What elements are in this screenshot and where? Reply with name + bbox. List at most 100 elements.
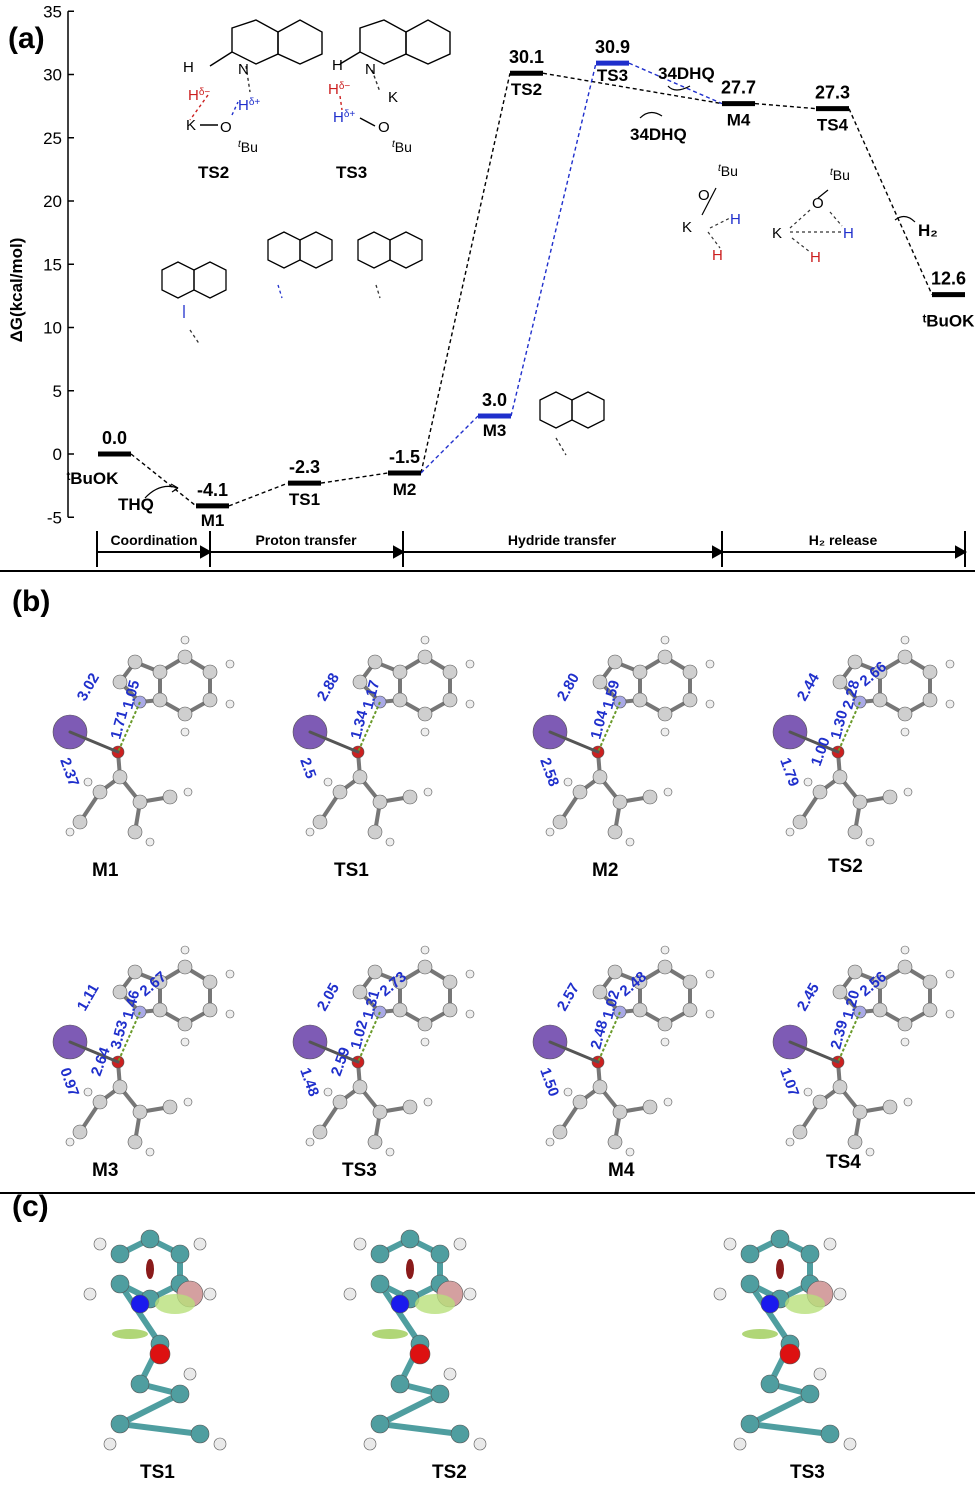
atom [183, 1097, 193, 1107]
distance-label: 1.11 [74, 981, 103, 1014]
atom [663, 787, 673, 797]
atom [607, 824, 623, 840]
atom [343, 1287, 357, 1301]
svg-text:H: H [843, 225, 854, 242]
panel-label-b: (b) [12, 585, 51, 618]
svg-text:Hδ−: Hδ− [328, 81, 350, 99]
atom [592, 984, 608, 1000]
atom [792, 1124, 808, 1140]
atom [900, 1037, 910, 1047]
level-name-M1: M1 [201, 511, 225, 530]
atom [897, 1016, 913, 1032]
atom [370, 1244, 390, 1264]
svg-text:H: H [712, 247, 723, 264]
atom [430, 1244, 450, 1264]
atom [803, 1087, 813, 1097]
y-tick-label: 35 [43, 2, 62, 21]
separator-ab [0, 570, 975, 572]
inset-ts2-structure [189, 19, 323, 126]
distance-label: 1.05 [119, 678, 143, 711]
distance-label: 2.58 [536, 756, 562, 789]
atom [145, 837, 155, 847]
atom [127, 964, 143, 980]
atom [417, 649, 433, 665]
bond [747, 1391, 813, 1427]
svg-text:N: N [365, 61, 376, 78]
inset-ts3-structure [339, 19, 451, 127]
atom [132, 1104, 148, 1120]
atom [420, 635, 430, 645]
atom [152, 1002, 168, 1018]
atom [83, 777, 93, 787]
distance-label: 1.79 [776, 756, 802, 789]
level-name-TS2: TS2 [511, 80, 542, 99]
atom [65, 827, 75, 837]
atom [305, 827, 315, 837]
stage-coordination: Coordination [110, 532, 197, 548]
y-tick-label: 15 [43, 255, 62, 274]
struct-name-m2: M2 [592, 860, 619, 881]
atom [409, 1343, 431, 1365]
svg-text:H: H [332, 57, 343, 74]
svg-text:K: K [186, 117, 196, 134]
atom [372, 1104, 388, 1120]
atom [625, 837, 635, 847]
atom [225, 969, 235, 979]
distance-label: 2.39 [827, 1018, 851, 1051]
atom [803, 777, 813, 787]
hbond [357, 701, 381, 753]
atom [657, 649, 673, 665]
atom [592, 674, 608, 690]
nci-name-ts1: TS1 [140, 1462, 175, 1483]
nci-name-ts2: TS2 [432, 1462, 467, 1483]
distance-label: 2.44 [794, 670, 824, 704]
distance-label: 1.17 [359, 678, 383, 711]
atom [847, 824, 863, 840]
atom [423, 787, 433, 797]
atom [65, 1137, 75, 1147]
atom [779, 1343, 801, 1365]
atom [872, 974, 888, 990]
atom [922, 692, 938, 708]
atom [705, 969, 715, 979]
bond [788, 730, 840, 754]
atom [83, 1287, 97, 1301]
hbond [837, 1011, 861, 1063]
atom [213, 1437, 227, 1451]
svg-text:O: O [698, 187, 710, 204]
struct-name-ts2: TS2 [828, 856, 863, 877]
atom [785, 1137, 795, 1147]
atom [177, 706, 193, 722]
y-tick-label: 5 [53, 382, 62, 401]
nci-surface [776, 1259, 784, 1279]
thq-arrow [144, 485, 179, 499]
atom [465, 659, 475, 669]
chart-paths [130, 62, 933, 507]
y-tick-label: 30 [43, 66, 62, 85]
atom [632, 1002, 648, 1018]
atom [202, 974, 218, 990]
nci-surface [372, 1329, 408, 1339]
struct-name-m3: M3 [92, 1160, 119, 1181]
atom [420, 1037, 430, 1047]
atom [832, 674, 848, 690]
level-name-M3: M3 [483, 421, 507, 440]
atom [402, 789, 418, 805]
atom [312, 1124, 328, 1140]
y-tick-label: 0 [53, 445, 62, 464]
atom [420, 727, 430, 737]
atom [552, 814, 568, 830]
atom [420, 945, 430, 955]
atom [903, 787, 913, 797]
atom [897, 649, 913, 665]
atom [400, 1229, 420, 1249]
atom [392, 692, 408, 708]
atom [847, 654, 863, 670]
atom [733, 1437, 747, 1451]
atom [897, 706, 913, 722]
atom [392, 974, 408, 990]
path-M1-TS1 [228, 482, 289, 507]
y-tick-label: 20 [43, 192, 62, 211]
